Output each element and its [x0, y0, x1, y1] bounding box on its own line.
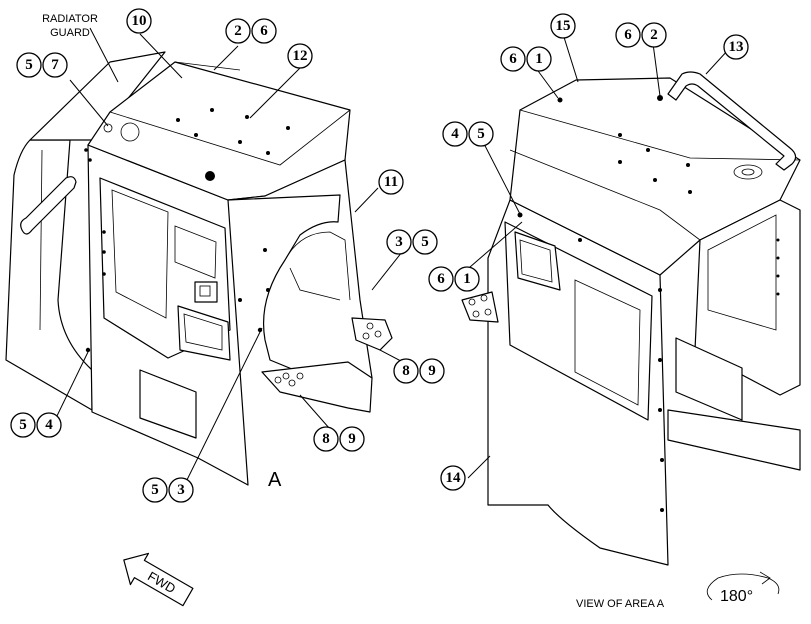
left-cab-assembly [5, 51, 393, 486]
svg-text:5: 5 [151, 482, 159, 498]
svg-text:12: 12 [293, 48, 308, 64]
radiator-guard-label-line2: GUARD [50, 27, 90, 39]
callout-10: 10 [126, 8, 152, 34]
callout-5: 5 [468, 121, 494, 147]
callout-6: 6 [615, 22, 641, 48]
svg-text:3: 3 [395, 234, 403, 250]
svg-text:10: 10 [132, 13, 147, 29]
callout-5: 5 [412, 229, 438, 255]
view-marker-a: A [268, 469, 282, 491]
right-cab-assembly [461, 71, 801, 566]
rotation-arrow-icon [706, 573, 780, 601]
svg-text:15: 15 [556, 18, 571, 34]
svg-text:1: 1 [463, 271, 471, 287]
callout-12: 12 [287, 43, 313, 69]
callout-4: 4 [36, 412, 62, 438]
rotation-label: 180° [720, 588, 753, 605]
callout-11: 11 [378, 169, 404, 195]
svg-text:9: 9 [428, 363, 436, 379]
svg-text:6: 6 [624, 27, 632, 43]
callout-3: 3 [168, 477, 194, 503]
callout-7: 7 [42, 52, 68, 78]
callout-6: 6 [428, 266, 454, 292]
callout-13: 13 [723, 34, 749, 60]
rotation-arrowhead-icon [759, 571, 771, 585]
callout-14: 14 [440, 465, 466, 491]
svg-text:2: 2 [650, 27, 658, 43]
svg-text:6: 6 [437, 271, 445, 287]
svg-text:7: 7 [51, 57, 59, 73]
svg-text:11: 11 [384, 174, 398, 190]
svg-text:4: 4 [45, 417, 53, 433]
callout-9: 9 [419, 358, 445, 384]
callout-5: 5 [16, 52, 42, 78]
callout-15: 15 [550, 13, 576, 39]
callout-5: 5 [10, 412, 36, 438]
svg-text:6: 6 [509, 51, 517, 67]
callout-6: 6 [500, 46, 526, 72]
svg-text:9: 9 [348, 431, 356, 447]
callout-9: 9 [339, 426, 365, 452]
svg-text:8: 8 [322, 431, 330, 447]
view-caption: VIEW OF AREA A [576, 598, 665, 610]
svg-text:5: 5 [19, 417, 27, 433]
callout-6: 6 [251, 18, 277, 44]
callout-2: 2 [225, 18, 251, 44]
svg-text:8: 8 [402, 363, 410, 379]
svg-text:2: 2 [234, 23, 242, 39]
svg-text:5: 5 [477, 126, 485, 142]
callout-8: 8 [313, 426, 339, 452]
callout-4: 4 [442, 121, 468, 147]
svg-text:6: 6 [260, 23, 268, 39]
svg-text:5: 5 [421, 234, 429, 250]
callout-5: 5 [142, 477, 168, 503]
callout-1: 1 [454, 266, 480, 292]
fwd-arrow-icon: FWD [123, 552, 194, 607]
svg-text:5: 5 [25, 57, 33, 73]
svg-text:13: 13 [729, 39, 744, 55]
svg-text:3: 3 [177, 482, 185, 498]
callout-8: 8 [393, 358, 419, 384]
callout-2: 2 [641, 22, 667, 48]
callout-3: 3 [386, 229, 412, 255]
radiator-guard-label-line1: RADIATOR [42, 13, 98, 25]
callout-1: 1 [526, 46, 552, 72]
svg-text:4: 4 [451, 126, 459, 142]
svg-text:14: 14 [446, 470, 462, 486]
svg-text:1: 1 [535, 51, 543, 67]
